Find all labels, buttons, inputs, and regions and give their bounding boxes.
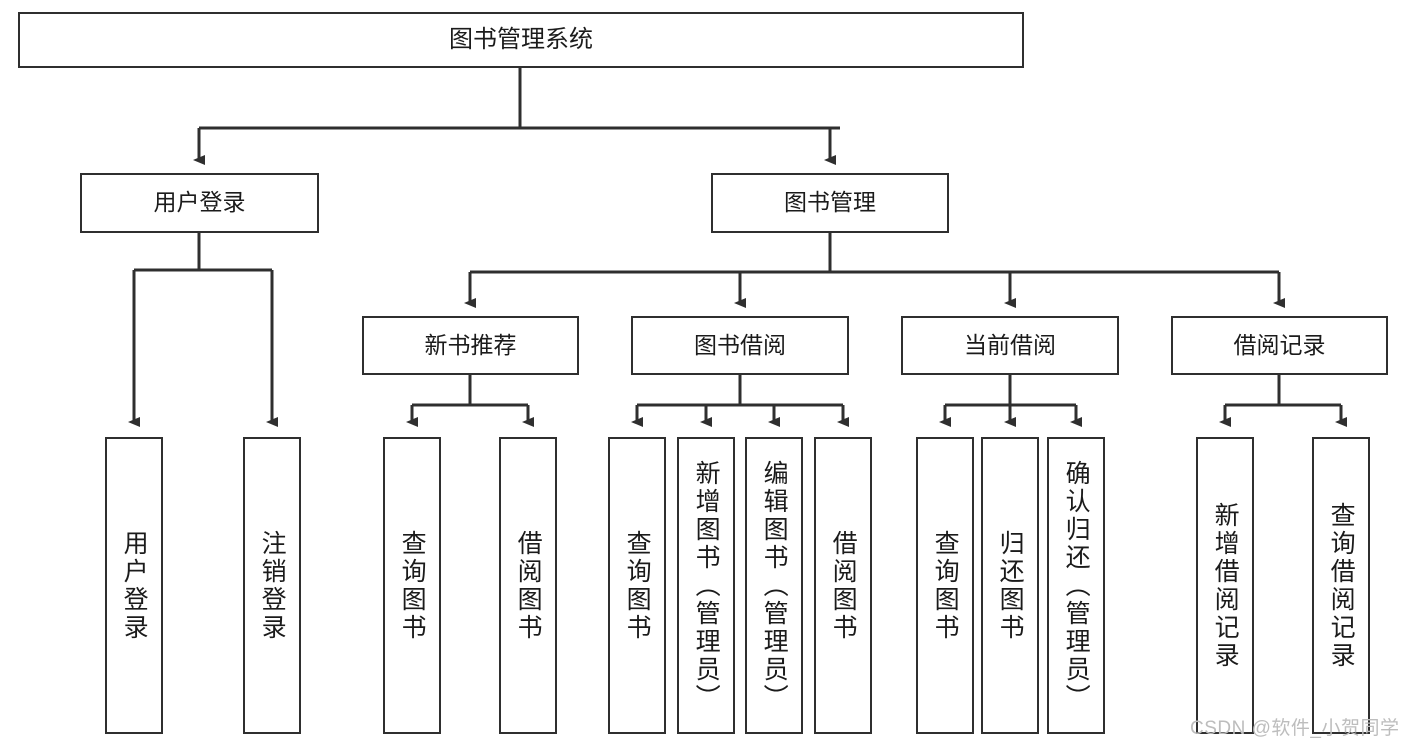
node-leaf-return-book[interactable]: 归还图书 [981,437,1039,734]
node-label: 图书管理系统 [449,25,593,53]
node-label: 新增图书（管理员） [692,459,721,712]
node-leaf-confirm-return-admin[interactable]: 确认归还（管理员） [1047,437,1105,734]
node-new-book-recommend[interactable]: 新书推荐 [362,316,579,375]
node-label: 用户登录 [153,189,246,216]
node-label: 图书管理 [784,189,876,216]
node-leaf-add-book-admin[interactable]: 新增图书（管理员） [677,437,735,734]
node-book-management[interactable]: 图书管理 [711,173,949,233]
node-label: 确认归还（管理员） [1062,459,1091,712]
node-leaf-query-book-borrow[interactable]: 查询图书 [608,437,666,734]
node-label: 借阅图书 [829,529,858,642]
node-book-borrow[interactable]: 图书借阅 [631,316,849,375]
node-current-borrow[interactable]: 当前借阅 [901,316,1119,375]
node-user-login[interactable]: 用户登录 [80,173,319,233]
node-label: 新书推荐 [424,331,517,358]
node-borrow-record[interactable]: 借阅记录 [1171,316,1388,375]
node-label: 编辑图书（管理员） [760,459,789,712]
node-leaf-borrow-book-recommend[interactable]: 借阅图书 [499,437,557,734]
node-leaf-query-borrow-record[interactable]: 查询借阅记录 [1312,437,1370,734]
node-label: 查询图书 [398,529,427,642]
node-label: 注销登录 [258,529,287,642]
node-label: 借阅图书 [514,529,543,642]
node-label: 查询借阅记录 [1327,501,1356,670]
node-leaf-user-login[interactable]: 用户登录 [105,437,163,734]
node-label: 查询图书 [931,529,960,642]
node-label: 归还图书 [996,529,1025,642]
node-leaf-query-book-current[interactable]: 查询图书 [916,437,974,734]
node-leaf-logout[interactable]: 注销登录 [243,437,301,734]
node-label: 新增借阅记录 [1211,501,1240,670]
node-leaf-add-borrow-record[interactable]: 新增借阅记录 [1196,437,1254,734]
node-label: 当前借阅 [964,331,1056,358]
node-leaf-edit-book-admin[interactable]: 编辑图书（管理员） [745,437,803,734]
node-label: 图书借阅 [694,331,786,358]
node-leaf-query-book-recommend[interactable]: 查询图书 [383,437,441,734]
node-label: 借阅记录 [1233,331,1326,358]
node-label: 查询图书 [623,529,652,642]
node-leaf-borrow-book[interactable]: 借阅图书 [814,437,872,734]
node-label: 用户登录 [120,529,149,642]
node-root-library-system[interactable]: 图书管理系统 [18,12,1024,68]
